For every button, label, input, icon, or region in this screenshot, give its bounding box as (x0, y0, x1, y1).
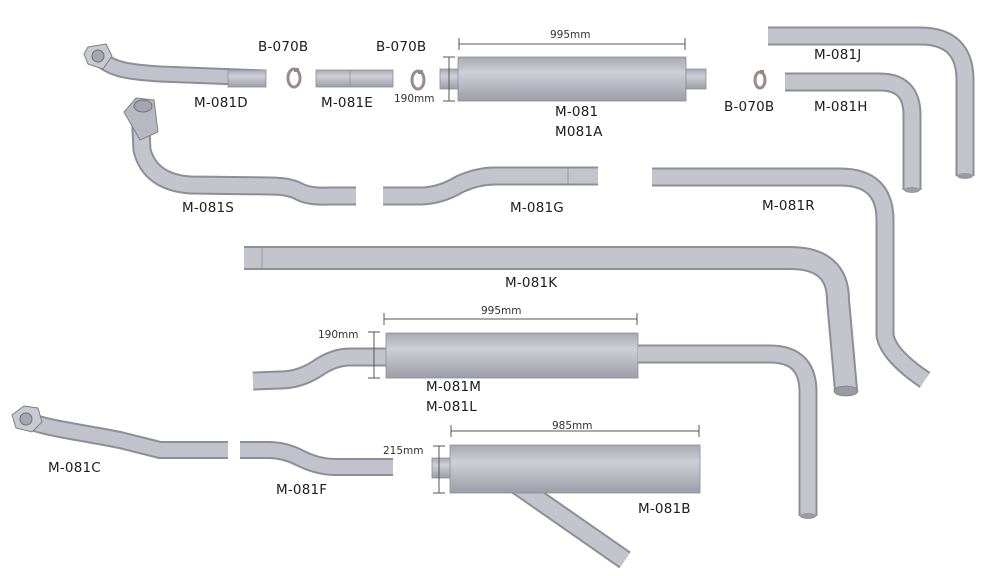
dim-length-m-081b: 985mm (552, 420, 593, 432)
part-m-081e (315, 69, 394, 88)
label-m-081e: M-081E (321, 95, 374, 111)
part-m-081s (123, 97, 356, 206)
label-m-081s: M-081S (182, 200, 235, 216)
label-b-070b: B-070B (376, 39, 427, 55)
part-m-081d (83, 43, 267, 88)
label-m-081l: M-081L (426, 399, 478, 415)
clamp-icon (410, 69, 426, 91)
part-m-081g (383, 166, 598, 206)
label-m-081b: M-081B (638, 501, 691, 517)
label-m-081j: M-081J (814, 47, 862, 63)
part-m-081k (244, 246, 859, 397)
part-m-081h (785, 72, 922, 193)
label-m-081h: M-081H (814, 99, 868, 115)
part-m-081-muffler (439, 38, 707, 102)
clamp-icon (286, 67, 302, 89)
label-m-081f: M-081F (276, 482, 328, 498)
part-m-081j (768, 26, 975, 179)
dim-diameter-m-081: 190mm (394, 93, 435, 105)
label-m-081k: M-081K (505, 275, 558, 291)
dim-diameter-m-081b: 215mm (383, 445, 424, 457)
part-m-081c (11, 405, 228, 459)
label-m-081g: M-081G (510, 200, 564, 216)
label-m-081: M-081 (555, 104, 599, 120)
part-m-081b-muffler (431, 425, 701, 569)
dim-length-m-081m: 995mm (481, 305, 522, 317)
label-m-081m: M-081M (426, 379, 482, 395)
clamp-icon (753, 70, 767, 90)
part-m-081r (652, 167, 931, 388)
label-m-081r: M-081R (762, 198, 815, 214)
dim-diameter-m-081m: 190mm (318, 329, 359, 341)
label-b-070b: B-070B (258, 39, 309, 55)
label-m-081d: M-081D (194, 95, 248, 111)
label-b-070b: B-070B (724, 99, 775, 115)
dim-length-m-081: 995mm (550, 29, 591, 41)
part-m-081f (240, 441, 393, 476)
label-m081a: M081A (555, 124, 603, 140)
part-m-081m-muffler (252, 313, 818, 519)
label-m-081c: M-081C (48, 460, 101, 476)
